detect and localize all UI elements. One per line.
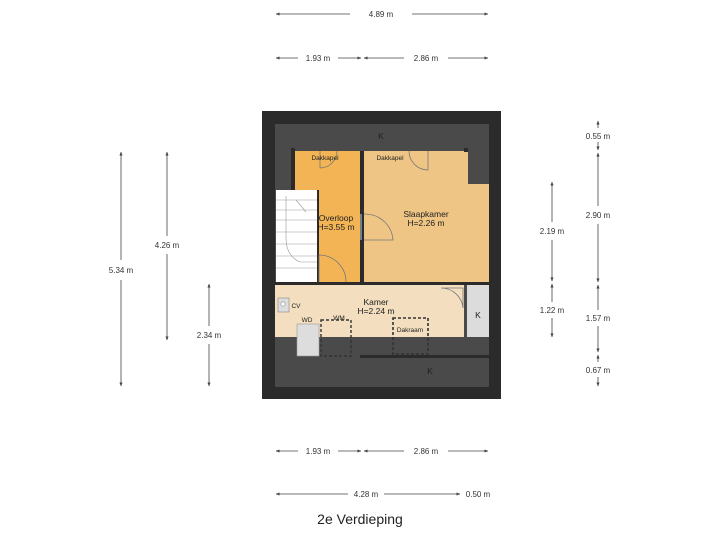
slaapkamer-height: H=2.26 m: [407, 218, 444, 228]
label-dakkapel-right: Dakkapel: [376, 155, 404, 162]
wd-unit: [296, 323, 320, 357]
floor-title: 2e Verdieping: [317, 511, 403, 527]
dim-bottom-right: 2.86 m: [414, 447, 439, 456]
roof-band-bottom-right: [364, 357, 489, 387]
dim-right-c: 2.19 m: [540, 227, 565, 236]
dim-right-a: 0.55 m: [586, 132, 611, 141]
overloop-name: Overloop: [319, 213, 354, 223]
roof-band-top: [275, 124, 489, 148]
stairwell: [276, 190, 317, 282]
slaapkamer-dark-corner: [468, 151, 489, 184]
label-k-bottom: K: [427, 366, 433, 376]
dim-top-right: 2.86 m: [414, 54, 439, 63]
kamer-name: Kamer: [363, 297, 388, 307]
dim-right-d: 1.22 m: [540, 306, 565, 315]
kamer-height: H=2.24 m: [357, 306, 394, 316]
dim-top-total: 4.89 m: [369, 10, 394, 19]
dim-right-e: 1.57 m: [586, 314, 611, 323]
wm-unit: [320, 319, 352, 357]
dimension-lines: [119, 12, 600, 496]
dim-right-b: 2.90 m: [586, 211, 611, 220]
dakraam-frame: [392, 317, 429, 355]
label-dakraam: Dakraam: [397, 327, 423, 334]
dim-bottom-left: 1.93 m: [306, 447, 331, 456]
label-cv: CV: [291, 303, 301, 310]
dim-top-left: 1.93 m: [306, 54, 331, 63]
bottom-divider: [360, 355, 489, 358]
closet-k-right: [467, 285, 489, 337]
dim-bottom-total-b: 0.50 m: [466, 490, 491, 499]
label-dakkapel-left: Dakkapel: [311, 155, 339, 162]
dim-left-outer: 5.34 m: [109, 266, 134, 275]
cv-dial: [280, 301, 286, 307]
dim-left-lower: 2.34 m: [197, 331, 222, 340]
label-k-right: K: [475, 310, 481, 320]
dim-right-f: 0.67 m: [586, 366, 611, 375]
interior-walls: [275, 148, 489, 285]
doors: [318, 150, 464, 309]
dim-left-inner: 4.26 m: [155, 241, 180, 250]
overloop-height: H=3.55 m: [317, 222, 354, 232]
label-wm: WM: [333, 315, 345, 322]
label-k-top: K: [378, 131, 384, 141]
label-wd: WD: [302, 317, 313, 324]
dim-bottom-total-a: 4.28 m: [354, 490, 379, 499]
dimension-labels: 4.89 m 1.93 m 2.86 m 1.93 m 2.86 m 4.28 …: [109, 10, 611, 499]
slaapkamer-name: Slaapkamer: [403, 209, 449, 219]
stair-treads: [276, 196, 317, 269]
